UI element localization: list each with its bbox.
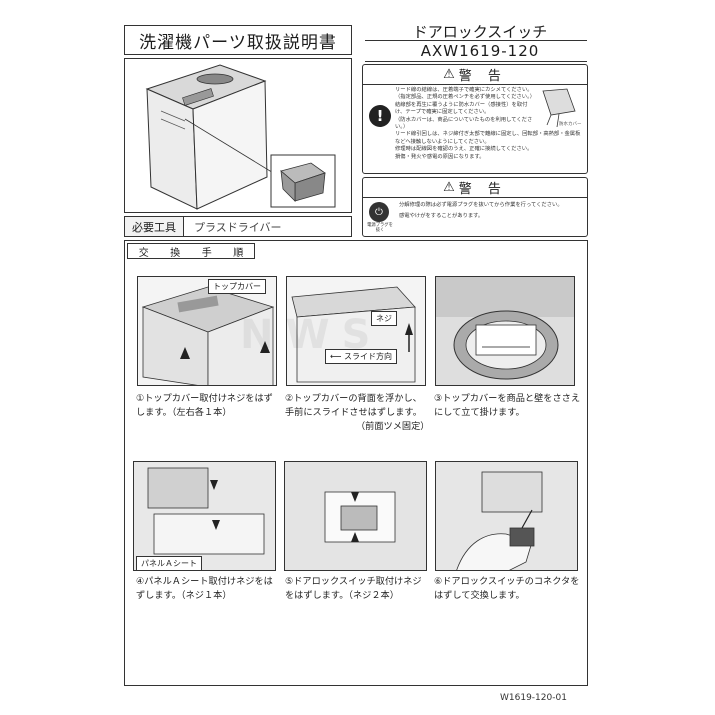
callout-top-cover: トップカバー	[208, 279, 266, 294]
step-3-caption: ③トップカバーを商品と壁をささえにして立て掛けます。	[434, 393, 581, 418]
callout-slide-direction: ⟵ スライド方向	[325, 349, 398, 364]
step-1-caption: ①トップカバー取付けネジをはずします。（左右各１本）	[136, 393, 273, 418]
warning-list: 分解修理の際は必ず電源プラグを抜いてから作業を行ってください。 感電やけがをする…	[399, 202, 585, 221]
step-6-image	[435, 461, 578, 571]
divider	[365, 61, 587, 62]
warning-item: 感電やけがをすることがあります。	[399, 213, 484, 220]
divider	[365, 40, 587, 41]
waterproof-cover-icon	[542, 88, 576, 128]
prohibition-icon: !	[369, 105, 391, 127]
tools-value: プラスドライバー	[194, 220, 282, 234]
warning-heading: ⚠ 警 告	[363, 65, 587, 85]
panel-sheet-icon	[147, 467, 265, 555]
step-2-image: ネジ ⟵ スライド方向	[286, 276, 426, 386]
washing-machine-illustration	[124, 58, 352, 213]
step-3-image	[435, 276, 575, 386]
warning-item: リード線の結線は、圧着端子で確実にカシメてください。	[395, 87, 533, 93]
warning-item: 結線部を再生に覆うように防水カバー（感接性）を取付け、テープで確実に固定してくだ…	[395, 101, 528, 116]
part-name: ドアロックスイッチ	[412, 23, 548, 41]
document-code: W1619-120-01	[500, 693, 567, 703]
warning-heading: ⚠ 警 告	[363, 178, 587, 198]
plug-icon: ⏻	[369, 202, 389, 222]
procedure-frame	[124, 240, 588, 686]
step-2-note: （前面ツメ固定）	[356, 421, 430, 432]
warning-box-wiring: ⚠ 警 告 ! リード線の結線は、圧着端子で確実にカシメてください。 （指定部品…	[362, 64, 588, 174]
warning-item: （防水カバーは、商品についていたものを利用してください。）	[395, 116, 533, 131]
warning-item: リード線引回しは、ネジ締付ぎ太部で離線に固定し、回転部・高熱部・金属板などへ接触…	[395, 131, 581, 145]
warning-item: （指定部品、正規の圧着ペンチを必ず使用してください。）	[395, 94, 536, 101]
heading-char: 換	[170, 247, 181, 259]
procedure-heading: 交 換 手 順	[127, 243, 255, 259]
warning-item: 修理時は配線図を確認のうえ、正確に接続してください。	[395, 146, 533, 153]
step-5-caption: ⑤ドアロックスイッチ取付けネジをはずします。（ネジ２本）	[285, 576, 422, 601]
warning-heading-text: 警 告	[458, 182, 507, 197]
waterproof-cover-label: 防水カバー	[559, 122, 582, 127]
washing-machine-icon	[145, 64, 336, 210]
step-6-caption: ⑥ドアロックスイッチのコネクタをはずして交換します。	[434, 576, 580, 601]
heading-char: 交	[138, 247, 149, 259]
warning-triangle-icon: ⚠	[443, 180, 455, 195]
document-title: 洗濯機パーツ取扱説明書	[124, 25, 352, 55]
part-code: AXW1619-120	[420, 42, 540, 60]
slide-direction-label: スライド方向	[344, 352, 393, 361]
required-tools: 必要工具 プラスドライバー	[124, 216, 352, 237]
callout-screw: ネジ	[371, 311, 397, 326]
arrow-icon: ⟵	[330, 352, 342, 361]
step-4-caption: ④パネルＡシート取付けネジをはずします。（ネジ１本）	[136, 576, 273, 601]
callout-panel-a-sheet: パネルＡシート	[136, 556, 202, 570]
step-1-image: トップカバー	[137, 276, 277, 386]
warning-list: リード線の結線は、圧着端子で確実にカシメてください。 （指定部品、正規の圧着ペン…	[395, 87, 580, 161]
step-2-caption: ②トップカバーの背面を浮かし、手前にスライドさせはずします。	[285, 393, 422, 418]
connector-disconnect-icon	[456, 471, 543, 570]
waterproof-cover-illustration	[537, 87, 585, 129]
top-cover-removal-icon	[141, 286, 275, 385]
heading-char: 順	[233, 247, 244, 259]
step-4-image: パネルＡシート	[133, 461, 276, 571]
warning-heading-text: 警 告	[458, 69, 507, 84]
warning-item: 損傷・発火や感電の原因になります。	[395, 153, 485, 160]
tools-label: 必要工具	[125, 217, 184, 236]
heading-char: 手	[201, 247, 212, 259]
warning-box-power: ⚠ 警 告 ⏻ 電源プラグを抜く 分解修理の際は必ず電源プラグを抜いてから作業を…	[362, 177, 588, 237]
watermark: NWS	[240, 312, 383, 358]
warning-item: 分解修理の際は必ず電源プラグを抜いてから作業を行ってください。	[399, 202, 563, 208]
step-5-image	[284, 461, 427, 571]
door-lock-screws-icon	[324, 491, 396, 543]
warning-triangle-icon: ⚠	[443, 67, 455, 82]
unplug-label: 電源プラグを抜く	[367, 223, 393, 233]
cover-leaning-icon	[436, 277, 574, 380]
